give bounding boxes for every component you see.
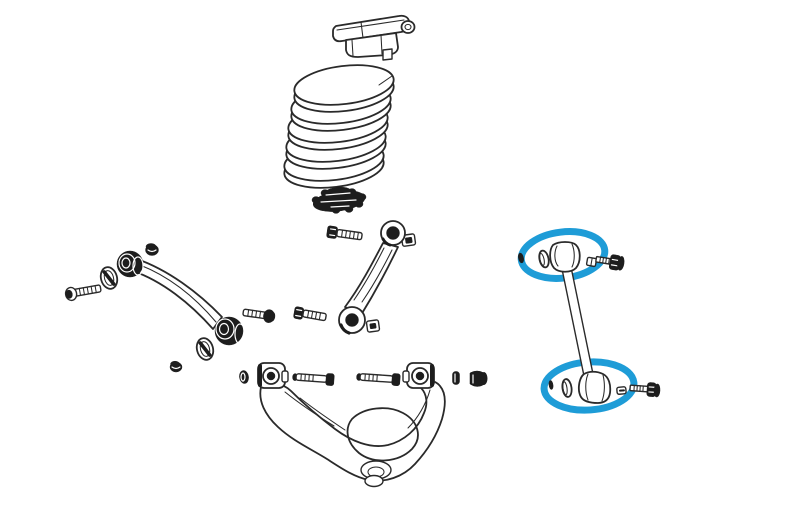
upper-control-arm-assembly <box>64 243 276 373</box>
lower-arm-body <box>259 379 446 482</box>
lower-arm-bushing-left <box>257 362 289 389</box>
lower-arm-cap-nut <box>469 370 488 387</box>
toe-link-rod <box>561 266 594 377</box>
camber-link-nut-lower <box>365 319 381 333</box>
toe-link-assembly <box>517 228 661 414</box>
upper-arm-bolt-front <box>64 284 102 302</box>
toe-link-upper-bushing <box>549 241 581 273</box>
lower-arm-washer-left <box>239 370 249 384</box>
coil-spring <box>283 64 395 189</box>
upper-arm-bolt-rear <box>242 308 276 323</box>
upper-arm-bushing-front <box>116 250 144 278</box>
upper-arm-cam-washer-front <box>99 266 119 290</box>
lower-arm-bolt-right <box>356 373 401 386</box>
upper-arm-nut-rear <box>169 360 183 373</box>
spring-lower-isolator <box>311 186 367 214</box>
camber-link-bolt-upper <box>326 225 363 241</box>
toe-link-upper-spacer <box>518 252 524 264</box>
camber-link-bolt-lower <box>293 306 327 322</box>
lower-control-arm-assembly <box>239 362 488 488</box>
upper-arm-cam-washer-rear <box>195 337 215 361</box>
toe-link-lower-washer <box>561 378 573 398</box>
camber-link-eye-lower <box>338 306 366 335</box>
camber-link-assembly <box>293 220 417 335</box>
upper-arm-bushing-rear <box>214 316 246 346</box>
upper-arm-nut-front <box>145 243 159 256</box>
lower-arm-ball-joint <box>360 460 392 488</box>
toe-link-lower-spacer <box>548 380 554 390</box>
toe-link-upper-washer <box>538 249 550 269</box>
toe-link-lower-slot-nut <box>616 386 627 395</box>
upper-arm-tube <box>132 258 223 330</box>
lower-arm-bolt-left <box>292 373 335 386</box>
toe-link-lower-bolt <box>629 382 661 398</box>
toe-link-lower-bushing <box>577 370 612 404</box>
lower-arm-washer-right <box>452 371 460 385</box>
toe-link-upper-nut <box>585 256 598 268</box>
lower-arm-bushing-right <box>402 362 435 389</box>
toe-link-upper-bolt <box>595 254 625 271</box>
spring-upper-mount-bracket <box>332 14 416 61</box>
camber-link-eye-upper <box>380 220 406 247</box>
